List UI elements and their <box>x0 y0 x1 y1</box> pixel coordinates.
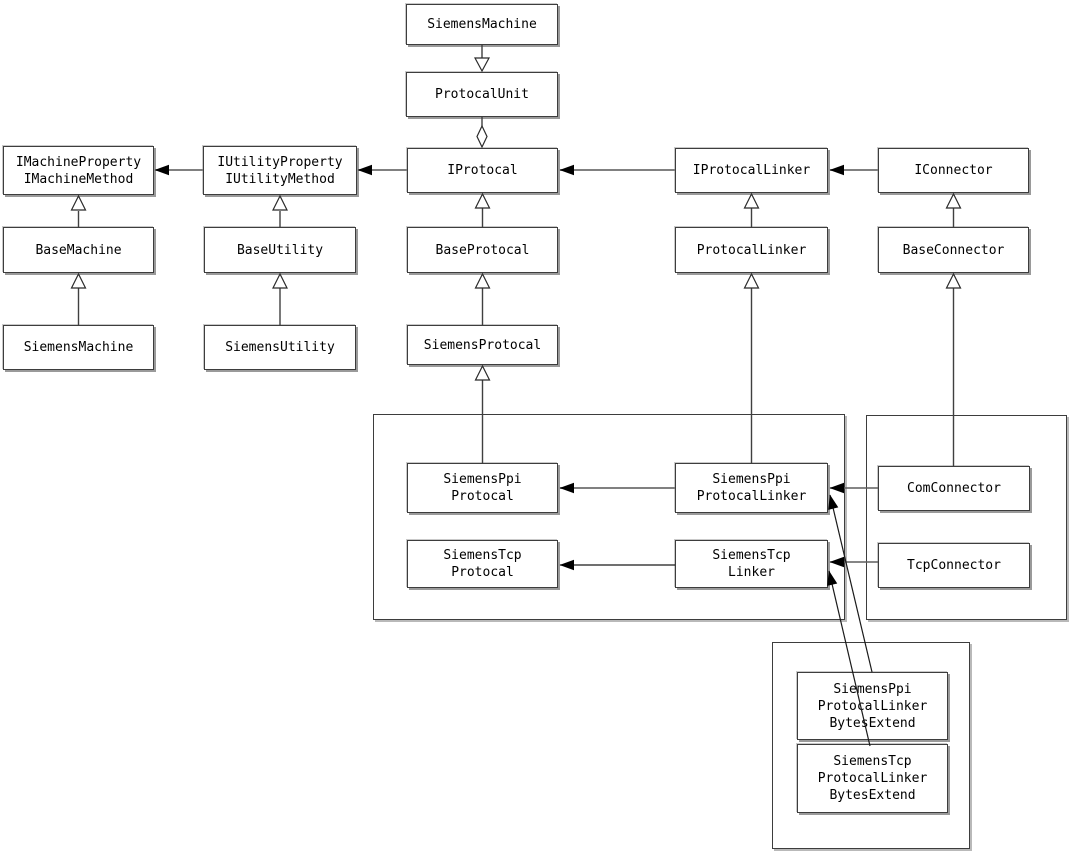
class-name: IProtocal <box>447 163 518 178</box>
class-name: TcpConnector <box>907 558 1001 573</box>
class-box-baseutility: BaseUtility <box>204 227 356 273</box>
class-name: SiemensPpi <box>833 681 912 697</box>
class-name: BytesExtend <box>829 715 916 731</box>
class-name: SiemensTcp <box>712 548 791 563</box>
class-name: SiemensTcp <box>833 754 912 769</box>
class-box-siemenstcplinker: SiemensTcp Linker <box>675 540 828 588</box>
class-name: SiemensPpi <box>712 472 791 487</box>
class-box-siemensppiprotocallinker: SiemensPpi ProtocalLinker <box>675 463 828 513</box>
class-name: IMachineProperty <box>15 154 142 170</box>
class-name: SiemensMachine <box>23 340 134 355</box>
hollow-triangle-up <box>272 272 288 289</box>
class-name: ProtocalUnit <box>435 87 529 102</box>
class-name: BaseMachine <box>35 242 122 258</box>
hollow-triangle-up <box>474 364 491 381</box>
class-name: IConnector <box>914 163 993 178</box>
group-frame-protocal-linkers <box>373 414 845 620</box>
hollow-triangle-up <box>945 192 962 209</box>
class-box-iutilityproperty-iutilitymethod: IUtilityProperty IUtilityMethod <box>203 146 357 195</box>
hollow-triangle-up <box>474 272 491 289</box>
hollow-triangle-up <box>945 272 962 289</box>
class-name: BaseProtocal <box>435 242 530 258</box>
class-name: ProtocalLinker <box>817 698 928 714</box>
class-box-siemensmachine-top: SiemensMachine <box>406 4 558 45</box>
class-name: ProtocalLinker <box>696 489 807 504</box>
class-name: Protocal <box>451 489 514 504</box>
class-name: IMachineMethod <box>23 171 134 187</box>
class-name: SiemensUtility <box>225 340 335 355</box>
class-box-protocallinker: ProtocalLinker <box>675 227 828 273</box>
class-box-iprotocal: IProtocal <box>407 148 558 193</box>
class-name: BaseUtility <box>236 242 324 258</box>
class-box-tcpconnector: TcpConnector <box>878 543 1030 588</box>
class-name: BytesExtend <box>829 788 916 803</box>
class-box-iconnector: IConnector <box>878 148 1029 193</box>
class-box-siemensmachine: SiemensMachine <box>3 325 154 370</box>
hollow-triangle-up <box>70 194 87 211</box>
class-name: IProtocalLinker <box>692 163 811 178</box>
class-name: SiemensPpi <box>443 472 522 487</box>
class-name: SiemensMachine <box>427 17 537 32</box>
class-name: IUtilityMethod <box>225 171 335 187</box>
class-box-siemensppiprotocal: SiemensPpi Protocal <box>407 463 558 513</box>
class-box-basemachine: BaseMachine <box>3 227 154 273</box>
class-box-siemensutility: SiemensUtility <box>204 325 356 370</box>
class-name: Linker <box>728 565 775 580</box>
hollow-triangle-up <box>743 272 760 289</box>
class-name: ComConnector <box>907 481 1001 496</box>
class-box-baseprotocal: BaseProtocal <box>407 227 558 273</box>
class-name: SiemensTcp <box>443 548 522 563</box>
class-name: BaseConnector <box>902 242 1005 258</box>
class-name: ProtocalLinker <box>817 771 928 786</box>
class-box-siemensppiprotocallinkerbytesextend: SiemensPpi ProtocalLinker BytesExtend <box>797 672 948 740</box>
hollow-diamond <box>476 124 488 149</box>
class-box-protocalunit: ProtocalUnit <box>406 72 558 117</box>
group-frame-connectors <box>866 415 1067 620</box>
hollow-triangle-down <box>473 57 491 73</box>
class-box-imachineproperty-imachinemethod: IMachineProperty IMachineMethod <box>3 146 154 195</box>
class-box-siemenstcpprotocal: SiemensTcp Protocal <box>407 540 558 588</box>
class-name: Protocal <box>451 565 514 580</box>
class-box-siemenstcpprotocallinkerbytesextend: SiemensTcp ProtocalLinker BytesExtend <box>797 744 948 813</box>
class-box-siemensprotocal: SiemensProtocal <box>407 325 558 365</box>
class-name: IUtilityProperty <box>217 154 343 170</box>
hollow-triangle-up <box>272 194 288 211</box>
hollow-triangle-up <box>70 272 87 289</box>
hollow-triangle-up <box>743 192 760 209</box>
hollow-triangle-up <box>474 192 491 209</box>
class-box-comconnector: ComConnector <box>878 466 1030 511</box>
class-name: ProtocalLinker <box>696 242 807 258</box>
class-box-baseconnector: BaseConnector <box>878 227 1029 273</box>
class-box-iprotocallinker: IProtocalLinker <box>675 148 828 193</box>
class-name: SiemensProtocal <box>423 337 542 353</box>
